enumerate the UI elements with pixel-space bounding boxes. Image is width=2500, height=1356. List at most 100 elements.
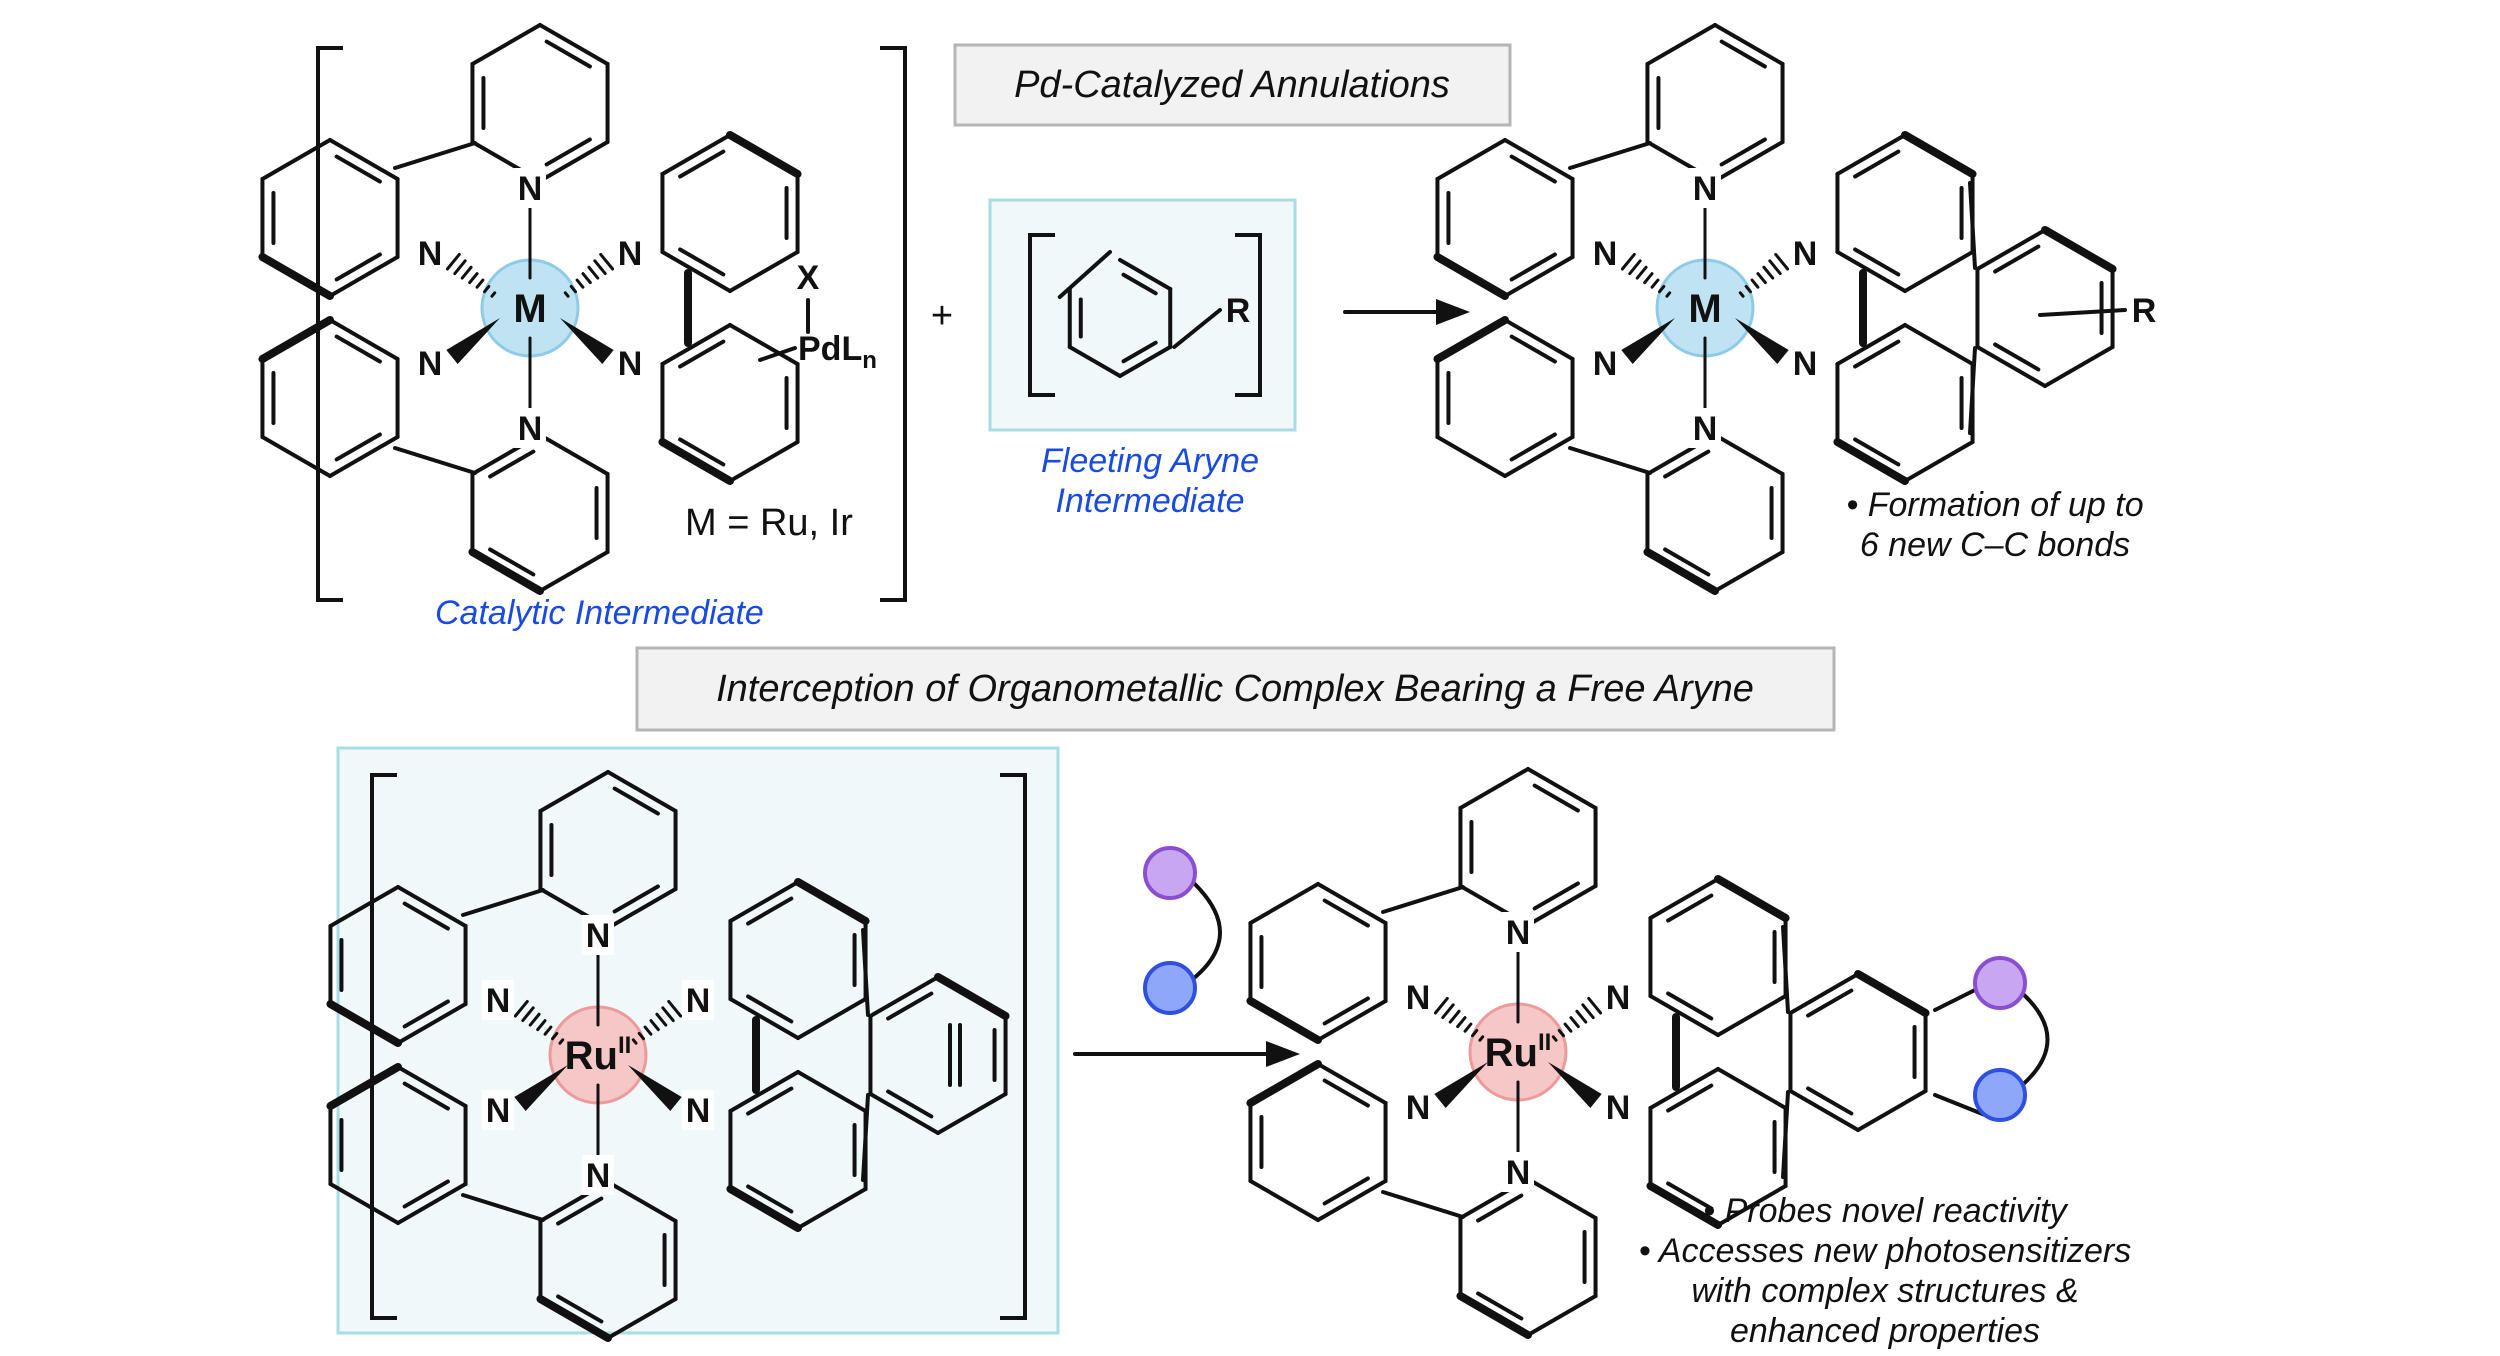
ring-bond (1856, 1089, 1928, 1132)
ring-double-bond (1853, 437, 1901, 467)
ring-bond (1716, 994, 1788, 1037)
atom-n: N (618, 235, 643, 273)
fused-bond (1968, 346, 1977, 435)
ring-double-bond (1476, 1291, 1524, 1321)
free-aryne-complex-box (336, 746, 1060, 1335)
ring-bond (1901, 131, 1977, 178)
ring-double-bond (488, 449, 536, 479)
ring-bond (328, 435, 400, 478)
ring-bond (326, 1063, 402, 1110)
ring-bond (396, 1182, 468, 1225)
inter-ring-bond (1568, 446, 1652, 475)
ring-bond (794, 878, 870, 925)
ring-bond (1788, 1089, 1860, 1132)
n-label-bg (482, 1090, 514, 1130)
bottom-note-2: • Accesses new photosensitizers (1639, 1232, 2132, 1270)
ring-bond (1648, 1067, 1720, 1110)
hash-bond (661, 1006, 675, 1023)
ring-bond (1713, 23, 1785, 66)
hash-bond (475, 278, 485, 289)
n-label-bg (1689, 168, 1721, 208)
atom-n: N (518, 170, 543, 208)
n-label-bg (1689, 408, 1721, 448)
top-note-2: 6 new C–C bonds (1860, 526, 2130, 564)
hash-bond (551, 1031, 559, 1041)
hash-bond (1774, 252, 1790, 271)
ring-bond (1526, 1177, 1598, 1220)
ring-bond (1118, 345, 1173, 378)
n-label-bg (1402, 977, 1434, 1017)
ring-double-bond (1509, 154, 1557, 184)
ring-double-bond (612, 884, 660, 914)
ring-double-bond (334, 154, 382, 184)
hash-bond (1569, 1016, 1580, 1029)
hash-bond (649, 1019, 660, 1032)
ring-bond (728, 250, 800, 293)
hash-bond (1635, 265, 1648, 280)
r-bond (2038, 308, 2127, 317)
atom-n: N (418, 235, 443, 273)
hash-bond (1433, 996, 1449, 1015)
atom-n: N (618, 345, 643, 383)
ring-bond (258, 316, 334, 363)
ring-bond (1903, 440, 1975, 483)
hash-bond (631, 1038, 638, 1045)
hash-bond (1658, 284, 1666, 294)
ring-double-bond (1532, 881, 1580, 911)
n-label-bg (482, 980, 514, 1020)
n-label-bg (682, 1090, 714, 1130)
ring-double-bond (1993, 244, 2041, 274)
wedge-bond (514, 1065, 568, 1111)
hash-bond (468, 272, 479, 285)
ring-bond (658, 438, 734, 485)
atom-n: N (586, 917, 611, 955)
ring-bond (1503, 138, 1575, 181)
ring-double-bond (886, 991, 934, 1021)
ring-bond (934, 973, 1010, 1020)
n-label-bg (582, 1155, 614, 1195)
atom-n: N (586, 1157, 611, 1195)
reaction-arrow-head (1436, 299, 1470, 325)
plus-sign: + (931, 295, 953, 337)
ring-double-bond (1121, 272, 1158, 296)
ring-bond (606, 887, 678, 930)
ring-bond (1835, 250, 1907, 293)
ring-double-bond (1509, 432, 1557, 462)
hash-bond (575, 278, 585, 289)
ring-bond (1903, 250, 1975, 293)
aryne-left-bracket (1028, 233, 1055, 397)
ring-bond (728, 880, 800, 923)
ring-bond (326, 1000, 402, 1047)
ring-double-bond (1853, 149, 1901, 179)
atom-n: N (1406, 1089, 1431, 1127)
fleeting-aryne-label-2: Intermediate (1056, 482, 1245, 520)
hash-bond (1557, 1028, 1565, 1038)
inter-ring-bond (1381, 1190, 1465, 1219)
atom-n: N (1506, 1154, 1531, 1192)
ring-bond (796, 1070, 868, 1113)
inter-ring-bond (393, 141, 477, 170)
n-label-bg (1602, 977, 1634, 1017)
hash-bond (1650, 278, 1660, 289)
ring-bond (1118, 258, 1173, 291)
atom-n: N (686, 1092, 711, 1130)
metal-label: RuII (1485, 1029, 1552, 1075)
metal-label: M (513, 287, 546, 331)
n-label-bg (414, 343, 446, 383)
hash-bond (667, 999, 683, 1018)
ring-double-bond (678, 437, 726, 467)
ring-bond (1503, 255, 1575, 298)
ring-bond (1713, 433, 1785, 476)
ring-bond (536, 1295, 612, 1342)
x-label: X (797, 259, 820, 297)
atom-n: N (486, 1092, 511, 1130)
inter-ring-bond (393, 446, 477, 475)
hash-bond (521, 1006, 535, 1023)
ring-bond (396, 1002, 468, 1045)
atom-n: N (1593, 345, 1618, 383)
product-r-label: R (2132, 292, 2157, 330)
ring-bond (258, 253, 334, 300)
hash-bond (581, 272, 592, 285)
ring-bond (1316, 882, 1388, 925)
ring-bond (470, 23, 542, 66)
